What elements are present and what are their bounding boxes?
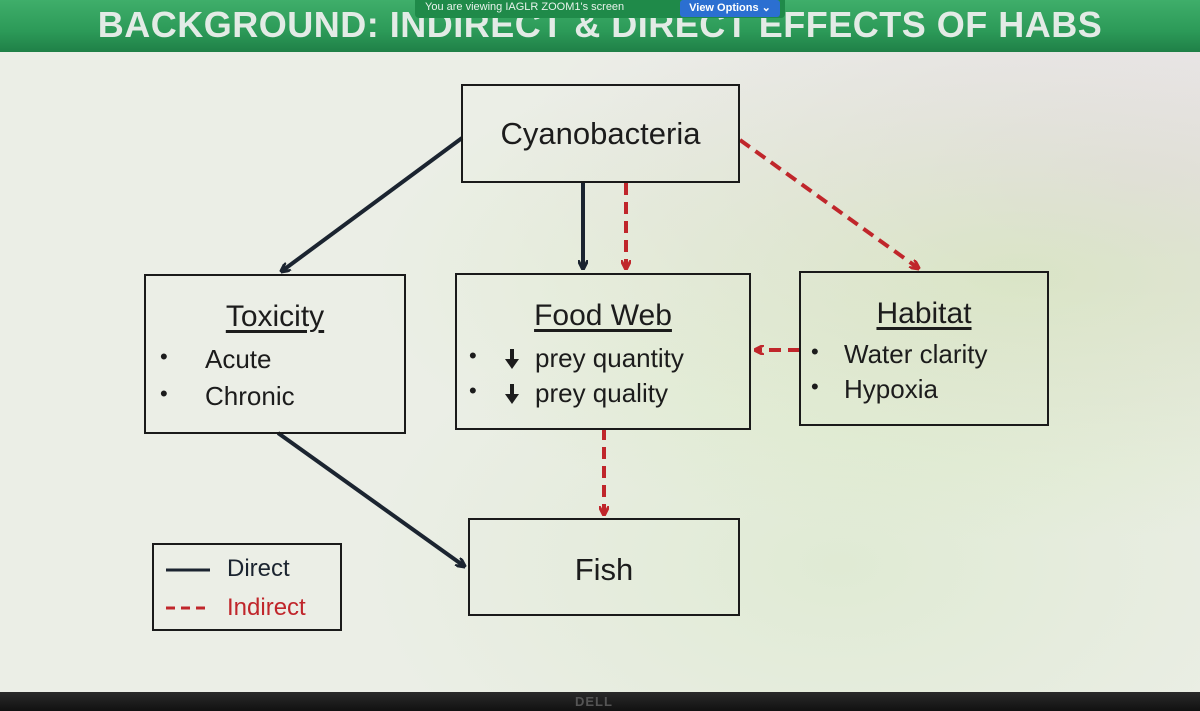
bullet-dot: • <box>160 344 168 369</box>
zoom-share-bar: You are viewing IAGLR ZOOM1's screen Vie… <box>415 0 785 18</box>
bullet-dot: • <box>811 339 819 364</box>
legend: Direct Indirect <box>152 543 342 631</box>
bullet-dot: • <box>469 378 477 403</box>
monitor-bezel: DELL <box>0 692 1200 711</box>
bullet-dot: • <box>811 374 819 399</box>
habitat-box: Habitat • Water clarity • Hypoxia <box>799 271 1049 426</box>
slide-canvas <box>0 52 1200 692</box>
food-web-title: Food Web <box>534 299 672 332</box>
down-arrow-icon <box>505 349 519 369</box>
toxicity-title: Toxicity <box>225 300 325 333</box>
food-web-box: Food Web • prey quantity • prey quality <box>455 273 751 430</box>
monitor-brand-logo: DELL <box>575 694 613 709</box>
legend-direct-swatch <box>166 568 210 572</box>
toxicity-box: Toxicity • Acute • Chronic <box>144 274 406 434</box>
legend-direct-label: Direct <box>227 555 290 582</box>
legend-indirect-label: Indirect <box>227 594 306 621</box>
arrow-cyano-to-habitat <box>738 138 918 268</box>
cyanobacteria-label: Cyanobacteria <box>500 116 701 151</box>
arrow-toxicity-to-fish <box>276 431 464 566</box>
zoom-viewing-text: You are viewing IAGLR ZOOM1's screen <box>425 1 625 13</box>
cyanobacteria-box: Cyanobacteria <box>461 84 740 183</box>
fish-box: Fish <box>468 518 740 616</box>
down-arrow-icon <box>505 384 519 404</box>
habitat-title: Habitat <box>876 297 972 330</box>
arrow-cyano-to-toxicity <box>282 136 464 271</box>
bullet-dot: • <box>160 381 168 406</box>
legend-indirect-swatch <box>166 606 210 610</box>
view-options-button[interactable]: View Options ⌄ <box>680 0 780 17</box>
bullet-dot: • <box>469 343 477 368</box>
fish-label: Fish <box>574 552 634 587</box>
